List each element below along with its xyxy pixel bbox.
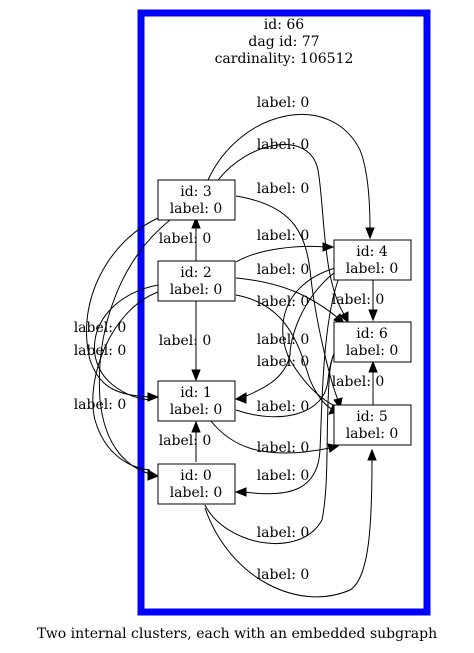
edge-2-6: [235, 277, 339, 319]
edge-3-6: [217, 144, 346, 317]
edge-3-1: [86, 217, 159, 398]
node-2-label: label: 0: [170, 282, 223, 298]
edge-label: label: 0: [257, 525, 310, 541]
edge-label: label: 0: [257, 228, 310, 244]
arrowhead-2-1: [191, 369, 201, 382]
node-4-box: [333, 239, 412, 281]
arrowhead-4-0: [234, 487, 247, 497]
edge-label: label: 0: [74, 343, 127, 359]
arrowhead-2-3: [191, 216, 201, 229]
edge-3-4: [207, 114, 371, 231]
edge-2-5: [235, 294, 334, 411]
edge-label: label: 0: [74, 397, 127, 413]
edge-label: label: 0: [74, 320, 127, 336]
edge-2-1b: [93, 284, 159, 401]
arrowhead-5-6: [368, 360, 378, 373]
node-1: id: 1 label: 0: [157, 380, 236, 422]
edge-label: label: 0: [257, 262, 310, 278]
node-5-label: label: 0: [346, 426, 399, 442]
edge-label: label: 0: [257, 440, 310, 456]
edge-2-0: [92, 291, 159, 471]
edge-label: label: 0: [332, 374, 385, 390]
edge-2-4: [235, 245, 326, 263]
arrowhead-3-0: [147, 469, 160, 481]
node-4: id: 4 label: 0: [333, 239, 412, 281]
edge-label: label: 0: [257, 181, 310, 197]
edge-0-6: [204, 344, 341, 544]
node-3-id: id: 3: [180, 184, 212, 200]
edge-label: label: 0: [257, 399, 310, 415]
edge-label: label: 0: [159, 231, 212, 247]
node-6: id: 6 label: 0: [333, 321, 412, 363]
node-6-box: [333, 321, 412, 363]
node-5-id: id: 5: [356, 409, 388, 425]
edge-label: label: 0: [257, 332, 310, 348]
edge-3-0: [98, 219, 171, 475]
edge-labels: label: 0 label: 0 label: 0 label: 0 labe…: [74, 95, 385, 583]
node-6-label: label: 0: [346, 343, 399, 359]
arrowhead-3-4: [365, 227, 375, 240]
edge-4-5: [282, 267, 336, 406]
arrowhead-3-1: [147, 392, 160, 402]
node-6-id: id: 6: [356, 326, 388, 342]
edge-label: label: 0: [257, 294, 310, 310]
node-3-label: label: 0: [170, 201, 223, 217]
node-0-label: label: 0: [170, 485, 223, 501]
arrowhead-3-6: [339, 311, 349, 323]
edge-label: label: 0: [257, 95, 310, 111]
edges: [86, 114, 378, 598]
arrowhead-0-5: [367, 448, 377, 461]
node-2-id: id: 2: [180, 265, 212, 281]
arrowhead-0-1: [191, 420, 201, 433]
cluster-dag-id: dag id: 77: [248, 34, 319, 50]
node-1-id: id: 1: [180, 385, 212, 401]
edge-1-5: [209, 419, 331, 454]
node-2-box: [157, 260, 236, 302]
edge-0-5: [204, 457, 373, 598]
node-0: id: 0 label: 0: [157, 463, 236, 505]
node-1-label: label: 0: [170, 402, 223, 418]
node-3: id: 3 label: 0: [157, 179, 236, 221]
edge-label: label: 0: [257, 567, 310, 583]
arrowhead-2-4: [322, 242, 335, 252]
cluster-cardinality: cardinality: 106512: [215, 51, 354, 67]
edge-label: label: 0: [159, 433, 212, 449]
edge-label: label: 0: [257, 468, 310, 484]
node-4-label: label: 0: [346, 261, 399, 277]
node-1-box: [157, 380, 236, 422]
cluster-border: [137, 9, 431, 616]
edge-label: label: 0: [257, 354, 310, 370]
edge-label: label: 0: [159, 333, 212, 349]
node-3-box: [157, 179, 236, 221]
node-0-box: [157, 463, 236, 505]
edge-label: label: 0: [257, 137, 310, 153]
node-4-id: id: 4: [356, 244, 388, 260]
arrowhead-1-5: [327, 443, 340, 453]
arrowhead-4-6: [368, 309, 378, 322]
edge-label: label: 0: [332, 292, 385, 308]
arrowhead-4-1: [234, 392, 247, 404]
diagram-caption: Two internal clusters, each with an embe…: [37, 626, 437, 642]
node-5-box: [333, 404, 412, 446]
cluster-id: id: 66: [264, 17, 305, 33]
edge-4-0: [243, 274, 341, 495]
node-2: id: 2 label: 0: [157, 260, 236, 302]
node-0-id: id: 0: [180, 468, 212, 484]
node-5: id: 5 label: 0: [333, 404, 412, 446]
edge-4-1: [243, 271, 336, 398]
